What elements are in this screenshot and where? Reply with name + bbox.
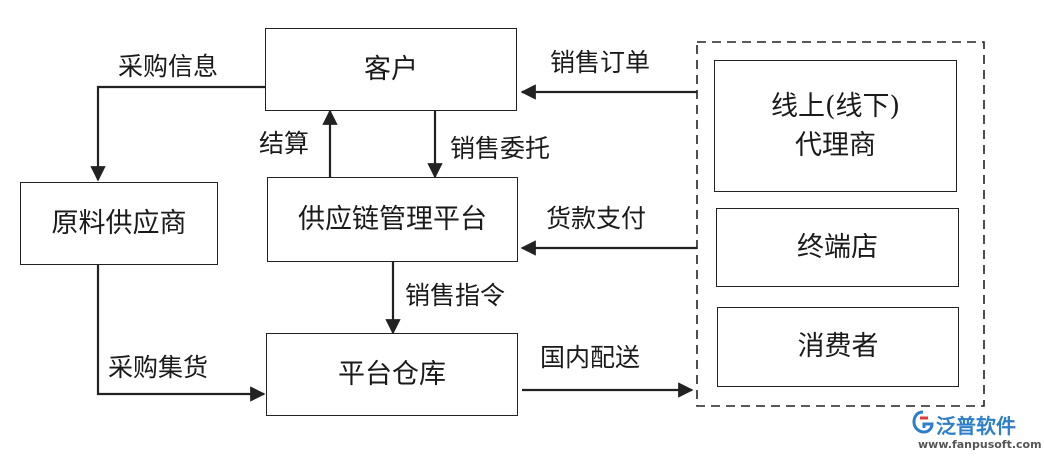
agent-label-line1: 线上(线下) [770, 90, 901, 122]
watermark-brand: 泛普软件 [936, 414, 1016, 438]
label-payment: 货款支付 [546, 204, 647, 233]
agent-label-line2: 代理商 [795, 130, 876, 161]
arrow-purchase-info [90, 85, 266, 182]
watermark-url: www.fanpusoft.com [918, 438, 1042, 451]
consumer-box: 消费者 [717, 307, 959, 387]
customer-label: 客户 [364, 53, 418, 85]
label-purchase-info: 采购信息 [118, 52, 219, 81]
terminal-store-box: 终端店 [716, 208, 959, 287]
label-sales-order: 销售订单 [550, 48, 651, 77]
label-purchase-collect: 采购集货 [108, 353, 209, 382]
agent-box: 线上(线下) 代理商 [714, 60, 957, 192]
fanpu-logo-icon [912, 410, 934, 434]
customer-box: 客户 [265, 28, 517, 111]
channel-group-dashed-border [696, 41, 985, 407]
warehouse-label: 平台仓库 [338, 358, 446, 390]
label-sales-entrust: 销售委托 [450, 134, 551, 163]
platform-label: 供应链管理平台 [298, 203, 487, 235]
label-settlement: 结算 [259, 129, 310, 158]
watermark: 泛普软件 www.fanpusoft.com [912, 408, 1042, 454]
raw-supplier-label: 原料供应商 [51, 207, 187, 239]
arrow-purchase-collect [96, 265, 266, 402]
label-sales-instruction: 销售指令 [405, 281, 506, 310]
consumer-label: 消费者 [797, 331, 879, 363]
terminal-store-label: 终端店 [797, 231, 878, 263]
label-domestic-delivery: 国内配送 [540, 343, 641, 372]
platform-box: 供应链管理平台 [267, 177, 518, 262]
raw-supplier-box: 原料供应商 [20, 182, 218, 265]
warehouse-box: 平台仓库 [266, 333, 518, 416]
